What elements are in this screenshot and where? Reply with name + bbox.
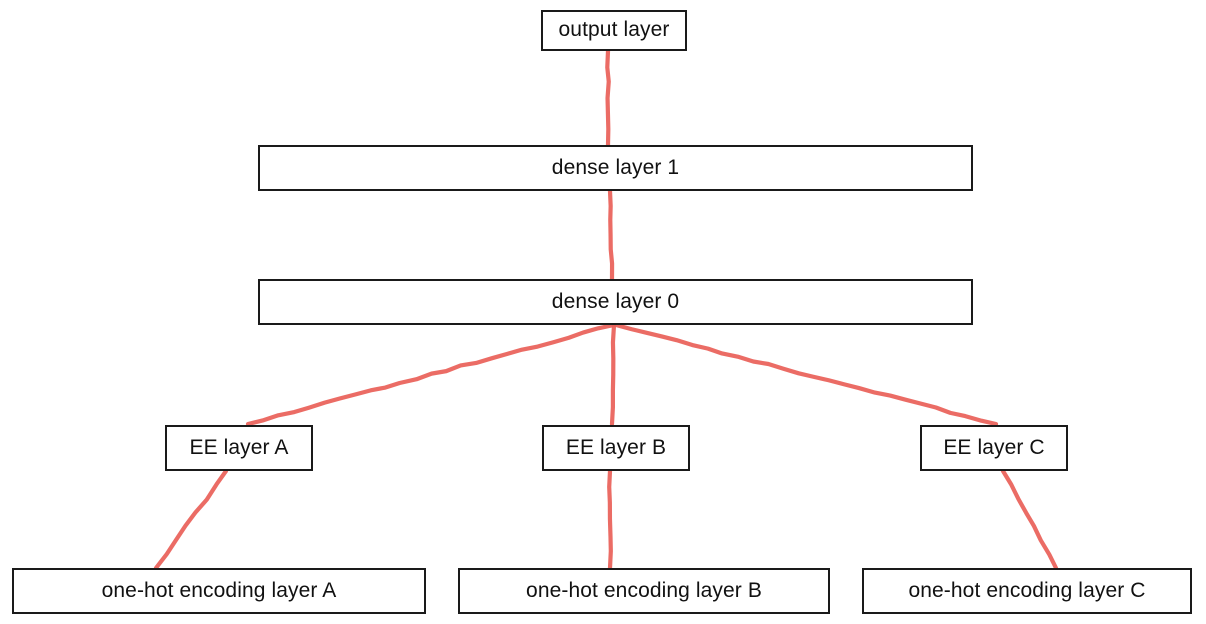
node-label: EE layer C [943,435,1045,459]
node-ee-layer-c[interactable]: EE layer C [920,425,1068,471]
edge-dense0-ee_c [613,322,999,427]
node-label: dense layer 0 [551,289,680,313]
node-label: one-hot encoding layer A [101,578,337,602]
node-ee-layer-a[interactable]: EE layer A [165,425,313,471]
node-label: one-hot encoding layer B [526,578,762,602]
edge-dense1-dense0 [607,188,615,282]
edge-dense0-ee_b [609,322,617,427]
node-label: EE layer A [189,435,289,459]
node-label: one-hot encoding layer C [908,578,1146,602]
node-one-hot-encoding-layer-a[interactable]: one-hot encoding layer A [12,568,426,614]
node-label: dense layer 1 [551,155,680,179]
node-dense-layer-0[interactable]: dense layer 0 [258,279,973,325]
edge-output-dense1 [605,48,611,148]
node-output-layer[interactable]: output layer [541,10,687,51]
edge-ee_a-onehot_a [153,468,229,571]
node-label: EE layer B [565,435,667,459]
node-one-hot-encoding-layer-c[interactable]: one-hot encoding layer C [862,568,1192,614]
node-dense-layer-1[interactable]: dense layer 1 [258,145,973,191]
node-one-hot-encoding-layer-b[interactable]: one-hot encoding layer B [458,568,830,614]
edge-ee_c-onehot_c [1000,468,1059,571]
edge-ee_b-onehot_b [607,468,613,571]
node-label: output layer [558,18,670,41]
edge-dense0-ee_a [245,322,617,427]
node-ee-layer-b[interactable]: EE layer B [542,425,690,471]
